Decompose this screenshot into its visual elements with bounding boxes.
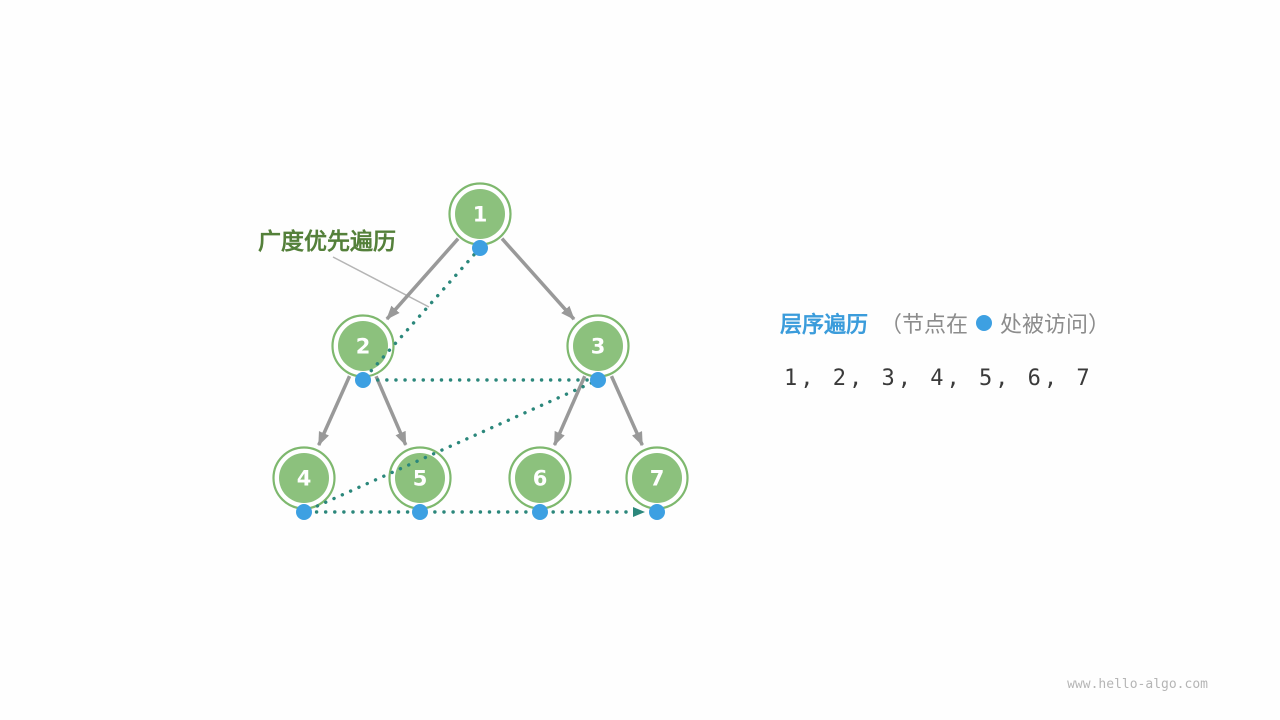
visit-dot (649, 504, 665, 520)
tree-node: 1 (448, 182, 512, 246)
tree-node-value: 3 (591, 335, 606, 359)
tree-node-circle (338, 321, 388, 371)
traversal-sequence: 1, 2, 3, 4, 5, 6, 7 (784, 366, 1093, 391)
tree-node-value: 4 (297, 467, 312, 491)
tree-node-value: 1 (473, 203, 488, 227)
tree-node: 4 (272, 446, 336, 510)
visit-dot (472, 240, 488, 256)
tree-node: 5 (388, 446, 452, 510)
watermark: www.hello-algo.com (1067, 677, 1208, 692)
tree-node-circle (279, 453, 329, 503)
tree-edge (374, 375, 408, 446)
legend-note-suffix: 处被访问） (1000, 313, 1111, 338)
visit-dot-icon (976, 315, 993, 331)
tree-node-circle (515, 453, 565, 503)
visit-dot (355, 372, 371, 388)
tree-node-value: 5 (413, 467, 428, 491)
tree-edge (552, 375, 587, 446)
legend-title: 层序遍历 (780, 313, 869, 338)
legend: 层序遍历 （节点在 处被访问） (780, 307, 1110, 339)
tree-node-circle (632, 453, 682, 503)
visit-dot (532, 504, 548, 520)
bfs-label: 广度优先遍历 (258, 229, 396, 255)
legend-note-prefix: （节点在 (880, 313, 969, 338)
tree-node-value: 6 (533, 467, 548, 491)
tree-edge (500, 237, 576, 321)
visit-dot (296, 504, 312, 520)
tree-node-circle (573, 321, 623, 371)
tree-edge (317, 375, 352, 447)
tree-node: 3 (566, 314, 630, 378)
legend-note: （节点在 处被访问） (880, 307, 1110, 339)
bfs-label-pointer-line (332, 256, 430, 308)
tree-node: 7 (625, 446, 689, 510)
tree-node-value: 7 (650, 467, 665, 491)
tree-edge (385, 237, 460, 321)
tree-edge (609, 375, 644, 447)
visit-dot (590, 372, 606, 388)
tree-node-value: 2 (356, 335, 371, 359)
tree-node: 2 (331, 314, 395, 378)
tree-node: 6 (508, 446, 572, 510)
visit-dot (412, 504, 428, 520)
tree-node-circle (455, 189, 505, 239)
